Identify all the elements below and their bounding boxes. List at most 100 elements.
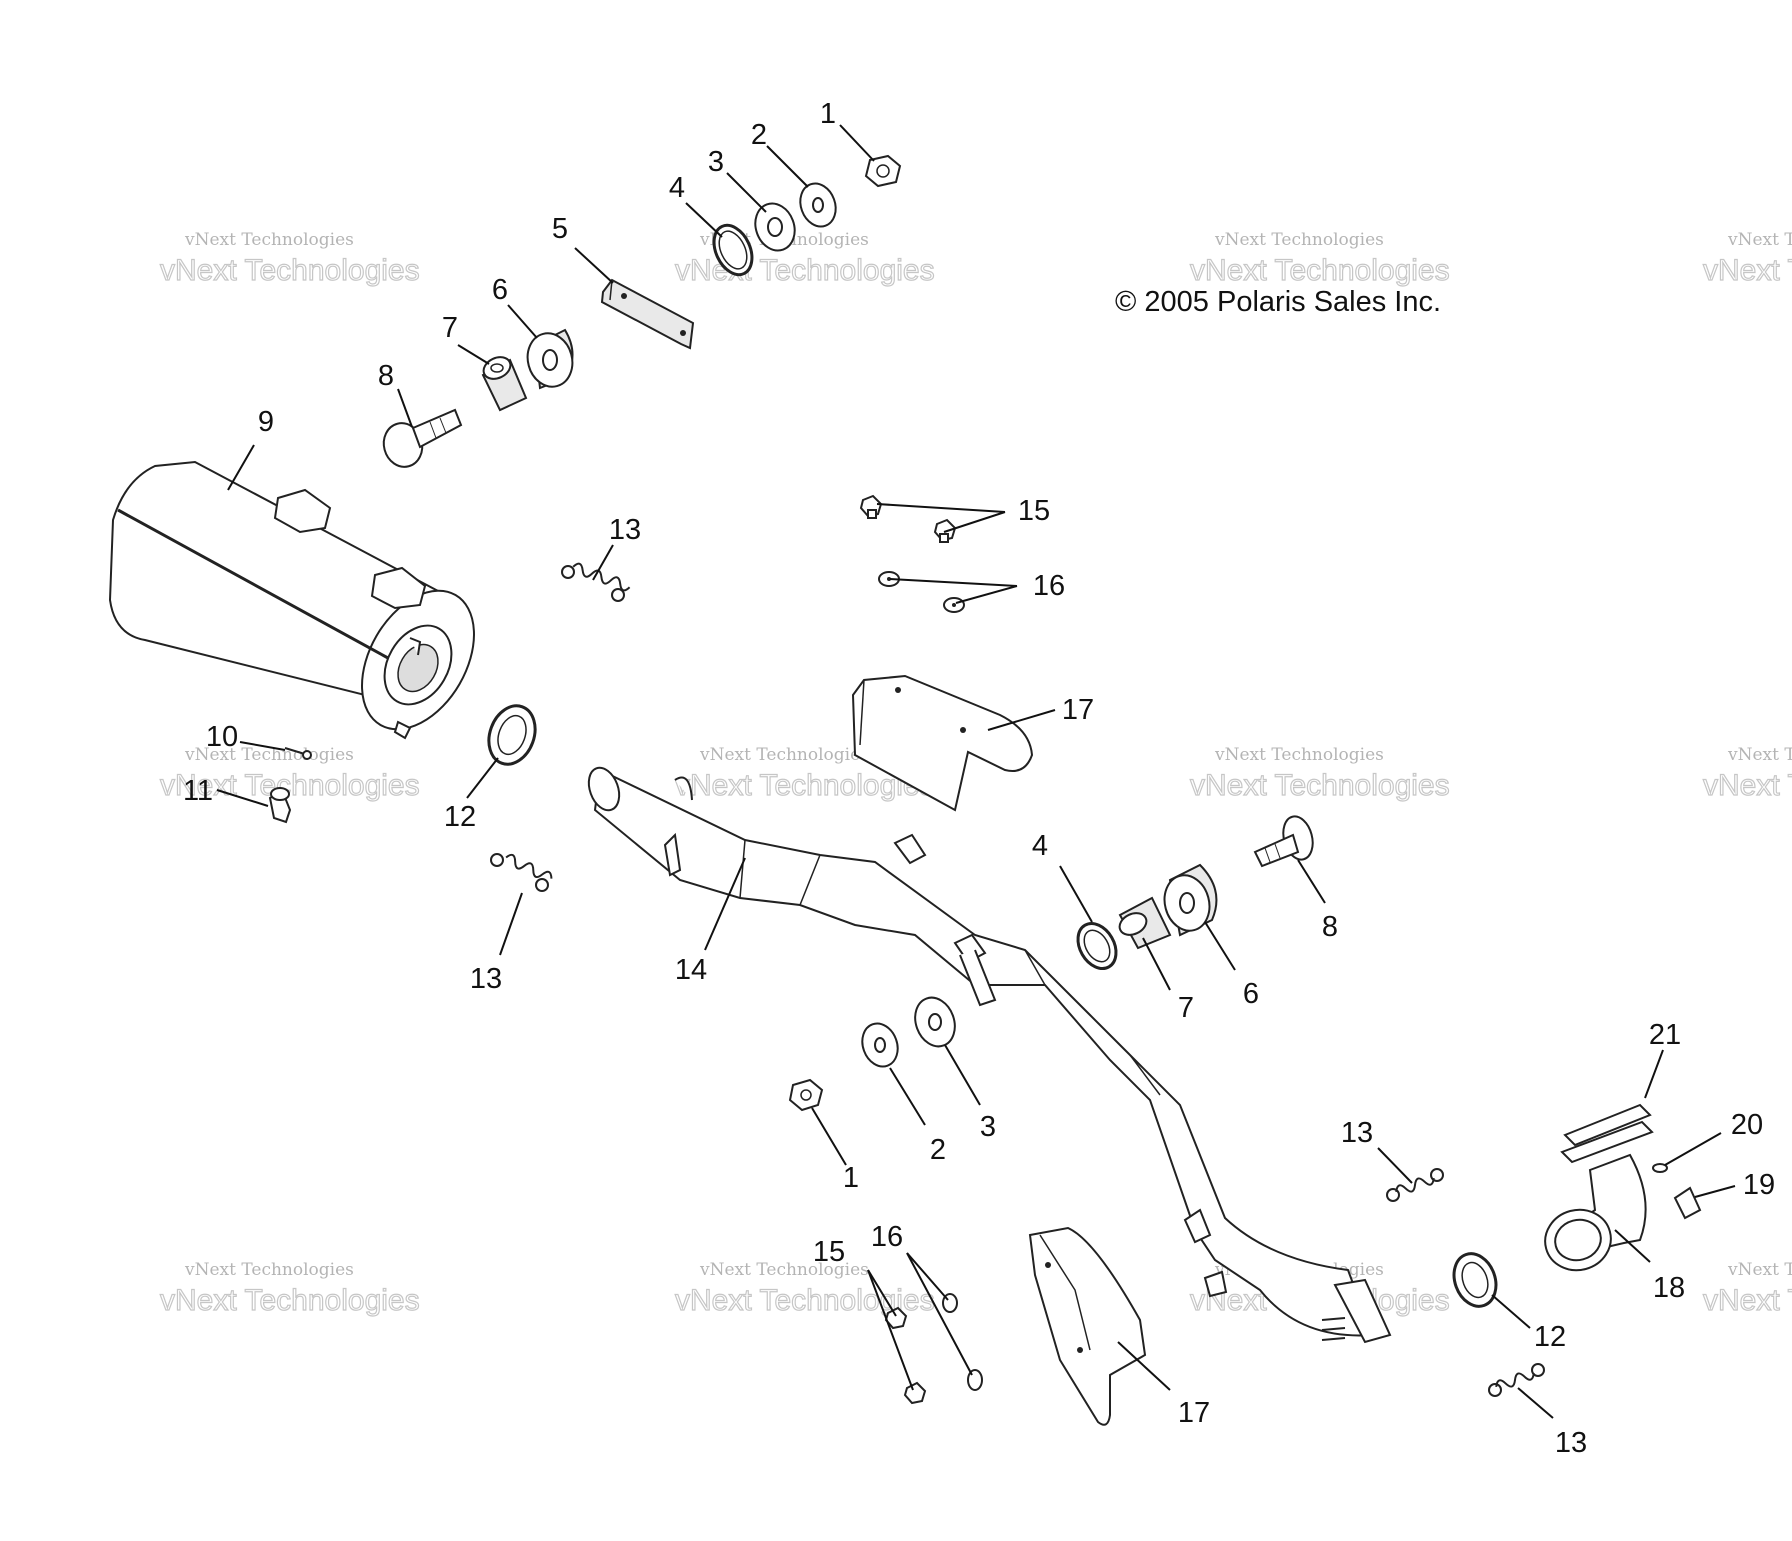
leader-lines bbox=[216, 124, 1736, 1419]
copyright-text: © 2005 Polaris Sales Inc. bbox=[1115, 286, 1441, 318]
heat-shield-part bbox=[851, 674, 1034, 812]
callout-13: 13 bbox=[1341, 1117, 1373, 1149]
spring-part bbox=[561, 562, 631, 602]
svg-text:vNext Technologies: vNext Technologies bbox=[1214, 745, 1384, 765]
callout-20: 20 bbox=[1731, 1109, 1763, 1141]
watermark: vNext Technologies vNext Technologies bbox=[1702, 745, 1792, 803]
callout-9: 9 bbox=[258, 406, 274, 438]
callout-1: 1 bbox=[820, 98, 836, 130]
washer-part bbox=[943, 597, 965, 613]
svg-text:vNext Technologies: vNext Technologies bbox=[699, 1260, 869, 1280]
spring-part bbox=[490, 853, 553, 892]
callout-18: 18 bbox=[1653, 1272, 1685, 1304]
nut-part bbox=[788, 1078, 824, 1112]
bolt-part bbox=[382, 408, 463, 468]
callout-6: 6 bbox=[1243, 978, 1259, 1010]
ring-part bbox=[712, 223, 754, 277]
washer-part bbox=[914, 996, 956, 1048]
bolt-part bbox=[859, 494, 883, 519]
plug-part bbox=[1673, 1186, 1702, 1220]
svg-text:vNext Technologies: vNext Technologies bbox=[1727, 230, 1792, 250]
callout-17: 17 bbox=[1062, 694, 1094, 726]
spark-arrestor-cap-part bbox=[268, 787, 292, 824]
svg-text:vNext Technologies: vNext Technologies bbox=[160, 1284, 420, 1317]
washer-part bbox=[754, 202, 796, 252]
bolt-part bbox=[933, 518, 957, 543]
callout-19: 19 bbox=[1743, 1169, 1775, 1201]
callout-8: 8 bbox=[378, 360, 394, 392]
svg-text:vNext Technologies: vNext Technologies bbox=[1703, 254, 1792, 287]
svg-text:vNext Technologies: vNext Technologies bbox=[1727, 1260, 1792, 1280]
callout-4: 4 bbox=[669, 172, 685, 204]
callout-13: 13 bbox=[1555, 1427, 1587, 1459]
svg-text:vNext Technologies: vNext Technologies bbox=[1190, 769, 1450, 802]
washer-part bbox=[799, 182, 837, 228]
svg-text:vNext Technologies: vNext Technologies bbox=[675, 254, 935, 287]
callout-3: 3 bbox=[980, 1111, 996, 1143]
callout-7: 7 bbox=[1178, 992, 1194, 1024]
ring-part bbox=[1076, 922, 1118, 970]
svg-text:vNext Technologies: vNext Technologies bbox=[184, 230, 354, 250]
callout-5: 5 bbox=[552, 213, 568, 245]
callout-2: 2 bbox=[930, 1134, 946, 1166]
bolt-part bbox=[1253, 815, 1314, 868]
spring-part bbox=[1488, 1363, 1545, 1397]
callout-labels: 1 2 3 4 5 6 7 8 9 10 11 12 13 13 14 15 1… bbox=[183, 98, 1775, 1459]
nut-part bbox=[864, 154, 902, 188]
svg-text:vNext Technologies: vNext Technologies bbox=[160, 254, 420, 287]
svg-text:vNext Technologies: vNext Technologies bbox=[1214, 230, 1384, 250]
callout-11: 11 bbox=[183, 775, 213, 807]
callout-2: 2 bbox=[751, 119, 767, 151]
grommet-part bbox=[526, 328, 574, 390]
watermark: vNext Technologies vNext Technologies bbox=[1189, 745, 1450, 803]
bracket-part bbox=[600, 278, 695, 350]
washer-part bbox=[878, 571, 900, 587]
callout-8: 8 bbox=[1322, 911, 1338, 943]
watermark: vNext Technologies vNext Technologies bbox=[1702, 230, 1792, 288]
heat-shield-part bbox=[1028, 1226, 1147, 1426]
washer-part bbox=[861, 1022, 899, 1068]
svg-text:vNext Technologies: vNext Technologies bbox=[1727, 745, 1792, 765]
spring-part bbox=[1386, 1168, 1444, 1202]
muffler-part bbox=[108, 460, 475, 740]
callout-6: 6 bbox=[492, 274, 508, 306]
callout-15: 15 bbox=[813, 1236, 845, 1268]
callout-13: 13 bbox=[609, 514, 641, 546]
exhaust-elbow-part bbox=[1544, 1153, 1647, 1272]
callout-13: 13 bbox=[470, 963, 502, 995]
callout-16: 16 bbox=[1033, 570, 1065, 602]
watermark: vNext Technologies vNext Technologies bbox=[1189, 230, 1450, 288]
svg-text:vNext Technologies: vNext Technologies bbox=[1703, 769, 1792, 802]
gasket-part bbox=[487, 704, 537, 766]
svg-text:vNext Technologies: vNext Technologies bbox=[184, 745, 354, 765]
head-pipe-part bbox=[587, 766, 1392, 1344]
callout-3: 3 bbox=[708, 146, 724, 178]
svg-text:vNext Technologies: vNext Technologies bbox=[1703, 1284, 1792, 1317]
screw-part bbox=[284, 747, 312, 760]
flange-gasket-part bbox=[1560, 1103, 1654, 1164]
sleeve-part bbox=[481, 356, 528, 412]
svg-text:vNext Technologies: vNext Technologies bbox=[699, 745, 869, 765]
callout-21: 21 bbox=[1649, 1019, 1681, 1051]
callout-14: 14 bbox=[675, 954, 707, 986]
callout-17: 17 bbox=[1178, 1397, 1210, 1429]
callout-12: 12 bbox=[444, 801, 476, 833]
callout-1: 1 bbox=[843, 1162, 859, 1194]
callout-7: 7 bbox=[442, 312, 458, 344]
sleeve-part bbox=[1118, 896, 1172, 950]
callout-10: 10 bbox=[206, 721, 238, 753]
callout-16: 16 bbox=[871, 1221, 903, 1253]
watermark: vNext Technologies vNext Technologies bbox=[1702, 1260, 1792, 1318]
svg-text:vNext Technologies: vNext Technologies bbox=[1190, 254, 1450, 287]
callout-4: 4 bbox=[1032, 830, 1048, 862]
watermark: vNext Technologies vNext Technologies bbox=[159, 230, 420, 288]
callout-12: 12 bbox=[1534, 1321, 1566, 1353]
callout-15: 15 bbox=[1018, 495, 1050, 527]
gasket-part bbox=[1452, 1252, 1498, 1308]
bolt-part bbox=[903, 1381, 927, 1405]
